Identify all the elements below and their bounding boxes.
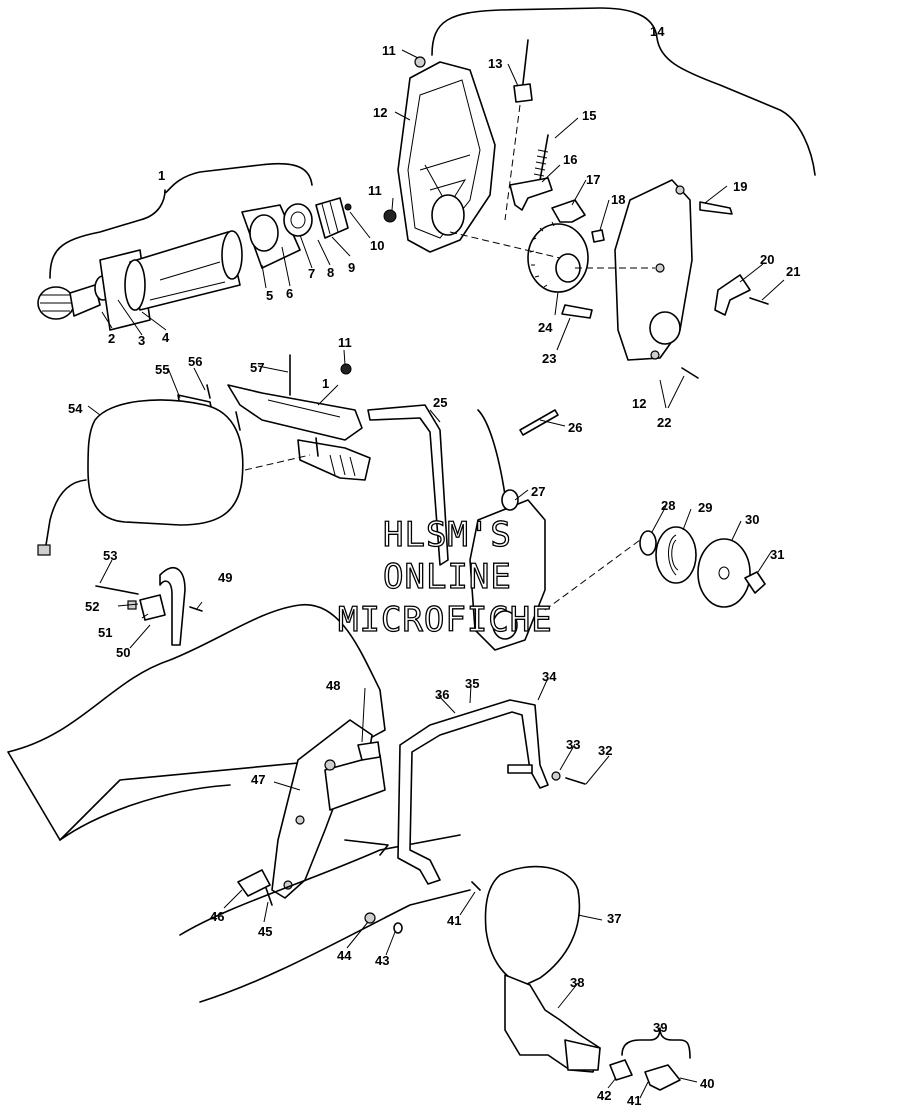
shaft-23 bbox=[561, 304, 593, 319]
recoil-spring-pulley bbox=[639, 526, 766, 608]
callout-24: 24 bbox=[538, 320, 553, 335]
callout-46: 46 bbox=[210, 909, 224, 924]
pulley-housing-front bbox=[383, 56, 496, 253]
callout-31: 31 bbox=[770, 547, 784, 562]
callout-32: 32 bbox=[598, 743, 612, 758]
callout-34: 34 bbox=[542, 669, 557, 684]
callout-20: 20 bbox=[760, 252, 774, 267]
callout-51: 51 bbox=[98, 625, 112, 640]
pin-26 bbox=[519, 409, 559, 436]
callout-29: 29 bbox=[698, 500, 712, 515]
callout-21: 21 bbox=[786, 264, 800, 279]
backrest-bracket-47 bbox=[271, 719, 386, 899]
spring-lever bbox=[509, 134, 553, 211]
callout-45: 45 bbox=[258, 924, 272, 939]
screw-21 bbox=[749, 297, 769, 305]
callout-16: 16 bbox=[563, 152, 577, 167]
callout-36: 36 bbox=[435, 687, 449, 702]
callout-11-top: 11 bbox=[382, 43, 396, 58]
callout-42: 42 bbox=[597, 1088, 611, 1103]
callout-2: 2 bbox=[108, 331, 115, 346]
seat-pad-54 bbox=[37, 399, 311, 556]
callout-57: 57 bbox=[250, 360, 264, 375]
recoil-housing-27 bbox=[469, 409, 641, 651]
brace-group-39 bbox=[621, 1027, 691, 1059]
gear-24 bbox=[449, 221, 589, 293]
callout-53: 53 bbox=[103, 548, 117, 563]
watermark-line-3: MICROFICHE bbox=[338, 600, 553, 640]
cam-17 bbox=[551, 199, 586, 223]
callout-14: 14 bbox=[650, 24, 665, 39]
callout-40: 40 bbox=[700, 1076, 714, 1091]
callout-33: 33 bbox=[566, 737, 580, 752]
rod-25 bbox=[367, 404, 449, 566]
callout-10: 10 bbox=[370, 238, 384, 253]
bolt-22 bbox=[681, 367, 699, 379]
callout-25: 25 bbox=[433, 395, 447, 410]
callout-35: 35 bbox=[465, 676, 479, 691]
callout-7: 7 bbox=[308, 266, 315, 281]
brace-group-14 bbox=[431, 7, 816, 176]
callout-1-handlebar: 1 bbox=[322, 376, 329, 391]
callout-30: 30 bbox=[745, 512, 759, 527]
callout-41-upper: 41 bbox=[447, 913, 461, 928]
callout-48: 48 bbox=[326, 678, 340, 693]
watermark-line-2: ONLINE bbox=[383, 557, 512, 597]
callout-15: 15 bbox=[582, 108, 596, 123]
callout-22: 22 bbox=[657, 415, 671, 430]
snowmobile-seat bbox=[7, 604, 386, 841]
mirror-37 bbox=[484, 865, 601, 1073]
callout-41-lower: 41 bbox=[627, 1093, 641, 1108]
callout-23: 23 bbox=[542, 351, 556, 366]
footrest-bar bbox=[179, 834, 471, 1003]
callout-11-mid: 11 bbox=[368, 183, 382, 198]
callout-26: 26 bbox=[568, 420, 582, 435]
callout-11-handlebar: 11 bbox=[338, 335, 352, 350]
callout-27: 27 bbox=[531, 484, 545, 499]
callout-39: 39 bbox=[653, 1020, 667, 1035]
callout-12-front: 12 bbox=[373, 105, 387, 120]
callout-28: 28 bbox=[661, 498, 675, 513]
callout-52: 52 bbox=[85, 599, 99, 614]
callout-19: 19 bbox=[733, 179, 747, 194]
callout-17: 17 bbox=[586, 172, 600, 187]
callout-13: 13 bbox=[488, 56, 502, 71]
watermark: HLSM'S ONLINE MICROFICHE bbox=[337, 514, 553, 640]
callout-5: 5 bbox=[266, 288, 273, 303]
cable-end-13 bbox=[504, 39, 533, 221]
small-hardware bbox=[95, 567, 681, 1091]
callout-3: 3 bbox=[138, 333, 145, 348]
leader-lines bbox=[87, 49, 785, 1099]
callout-43: 43 bbox=[375, 953, 389, 968]
callout-54: 54 bbox=[68, 401, 83, 416]
brace-group-1 bbox=[49, 162, 313, 279]
callout-12-rear: 12 bbox=[632, 396, 646, 411]
callout-9: 9 bbox=[348, 260, 355, 275]
handlebar-assembly bbox=[177, 354, 371, 481]
pulley-housing-rear bbox=[575, 179, 693, 361]
callout-44: 44 bbox=[337, 948, 352, 963]
starter-motor-assembly bbox=[37, 197, 352, 331]
callout-6: 6 bbox=[286, 286, 293, 301]
callout-56: 56 bbox=[188, 354, 202, 369]
callout-8: 8 bbox=[327, 265, 334, 280]
callout-50: 50 bbox=[116, 645, 130, 660]
callout-labels: 1 1 2 3 4 5 6 7 8 9 10 11 11 11 12 12 13… bbox=[68, 24, 800, 1108]
lever-20 bbox=[714, 274, 751, 316]
callout-4: 4 bbox=[162, 330, 170, 345]
callout-18: 18 bbox=[611, 192, 625, 207]
pin-18 bbox=[591, 229, 605, 243]
callout-55: 55 bbox=[155, 362, 169, 377]
callout-1-top: 1 bbox=[158, 168, 165, 183]
callout-37: 37 bbox=[607, 911, 621, 926]
watermark-line-1: HLSM'S bbox=[383, 515, 512, 555]
callout-38: 38 bbox=[570, 975, 584, 990]
callout-47: 47 bbox=[251, 772, 265, 787]
callout-49: 49 bbox=[218, 570, 232, 585]
bolt-19 bbox=[699, 201, 733, 215]
backrest-frame-34-35 bbox=[397, 699, 586, 885]
